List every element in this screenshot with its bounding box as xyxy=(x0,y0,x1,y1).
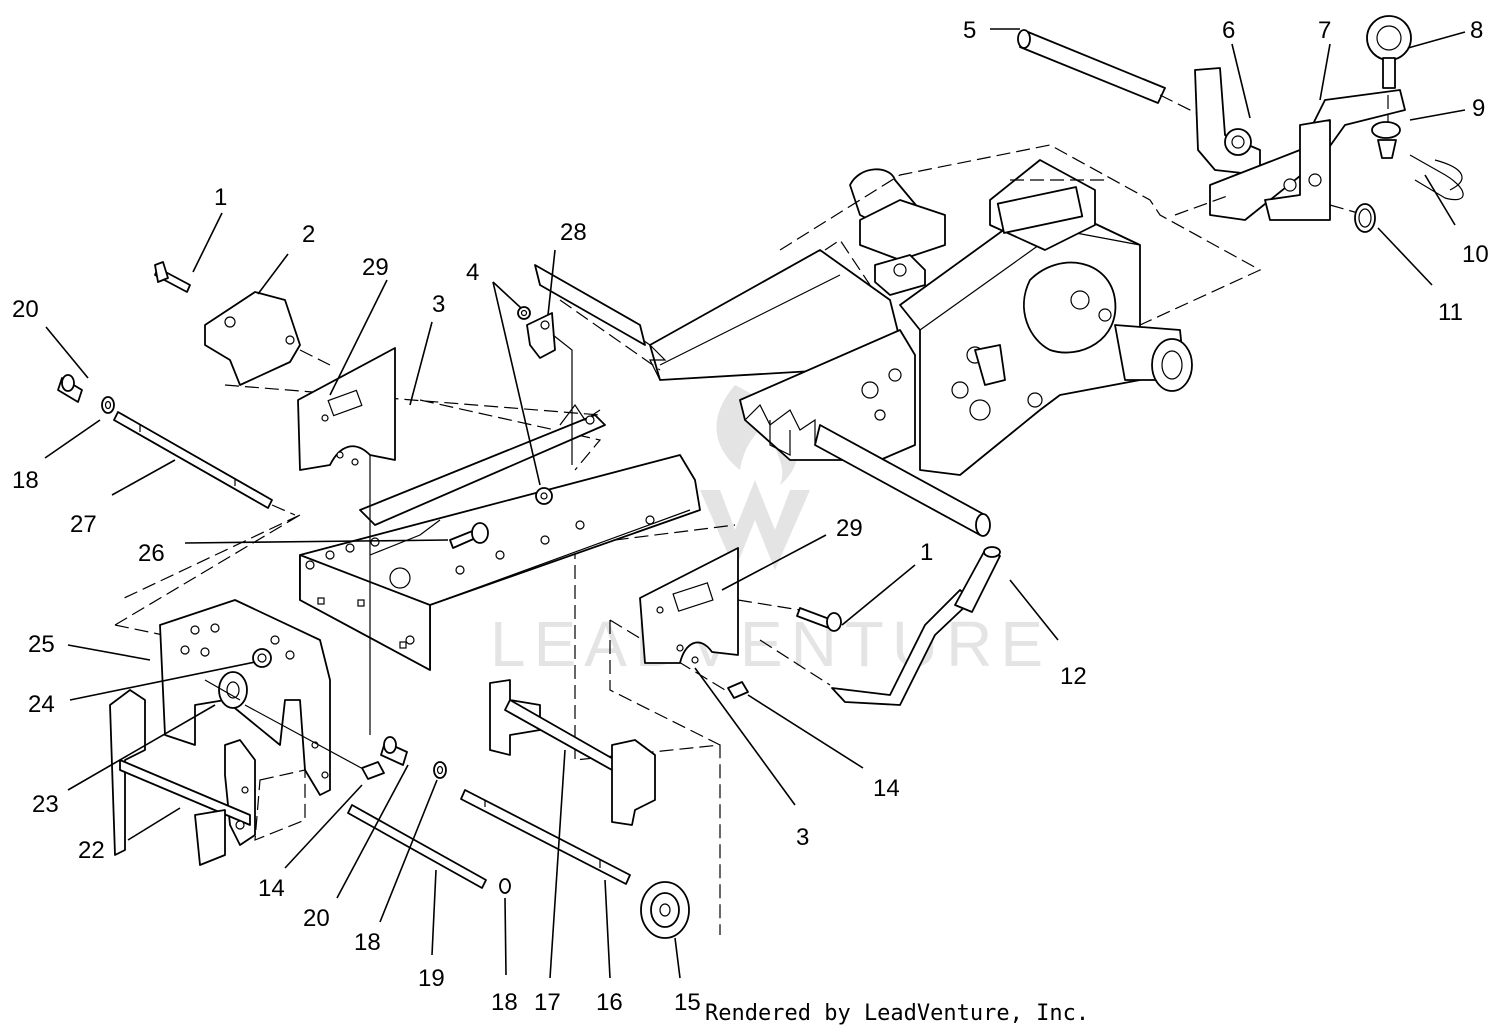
callout-1-upper: 1 xyxy=(214,184,227,211)
callout-labels: 1 2 3 4 5 6 7 8 9 10 11 12 14 15 16 17 1… xyxy=(12,17,1489,1016)
callout-3-upper: 3 xyxy=(432,291,445,318)
hitch-assembly xyxy=(1017,15,1464,233)
callout-8: 8 xyxy=(1470,17,1483,44)
transaxle-assembly xyxy=(534,144,1262,537)
callout-23: 23 xyxy=(32,791,59,818)
callout-14-right: 14 xyxy=(873,775,900,802)
callout-29-upper: 29 xyxy=(362,254,389,281)
callout-6: 6 xyxy=(1222,17,1235,44)
callout-14-left: 14 xyxy=(258,875,285,902)
callout-3-lower: 3 xyxy=(796,824,809,851)
callout-20-upper: 20 xyxy=(12,296,39,323)
callout-17: 17 xyxy=(534,989,561,1016)
leader-lines xyxy=(44,28,1466,979)
front-frame-assembly xyxy=(57,261,1001,939)
callout-12: 12 xyxy=(1060,663,1087,690)
callout-9: 9 xyxy=(1472,95,1485,122)
callout-27: 27 xyxy=(70,511,97,538)
callout-22: 22 xyxy=(78,837,105,864)
callout-10: 10 xyxy=(1462,241,1489,268)
callout-4: 4 xyxy=(466,259,479,286)
callout-16: 16 xyxy=(596,989,623,1016)
callout-15: 15 xyxy=(674,989,701,1016)
callout-25: 25 xyxy=(28,631,55,658)
callout-18-lower-right: 18 xyxy=(491,989,518,1016)
callout-1-right: 1 xyxy=(920,539,933,566)
callout-29-right: 29 xyxy=(836,515,863,542)
callout-11: 11 xyxy=(1438,299,1463,326)
credit-text: Rendered by LeadVenture, Inc. xyxy=(705,1001,1089,1026)
callout-5: 5 xyxy=(963,17,976,44)
callout-18-lower: 18 xyxy=(354,929,381,956)
callout-28: 28 xyxy=(560,219,587,246)
callout-24: 24 xyxy=(28,691,55,718)
callout-18-upper: 18 xyxy=(12,467,39,494)
callout-20-lower: 20 xyxy=(303,905,330,932)
watermark-text: LEADVENTURE xyxy=(490,608,1051,680)
callout-2: 2 xyxy=(302,221,315,248)
callout-26: 26 xyxy=(138,540,165,567)
callout-19: 19 xyxy=(418,965,445,992)
callout-7: 7 xyxy=(1318,17,1331,44)
